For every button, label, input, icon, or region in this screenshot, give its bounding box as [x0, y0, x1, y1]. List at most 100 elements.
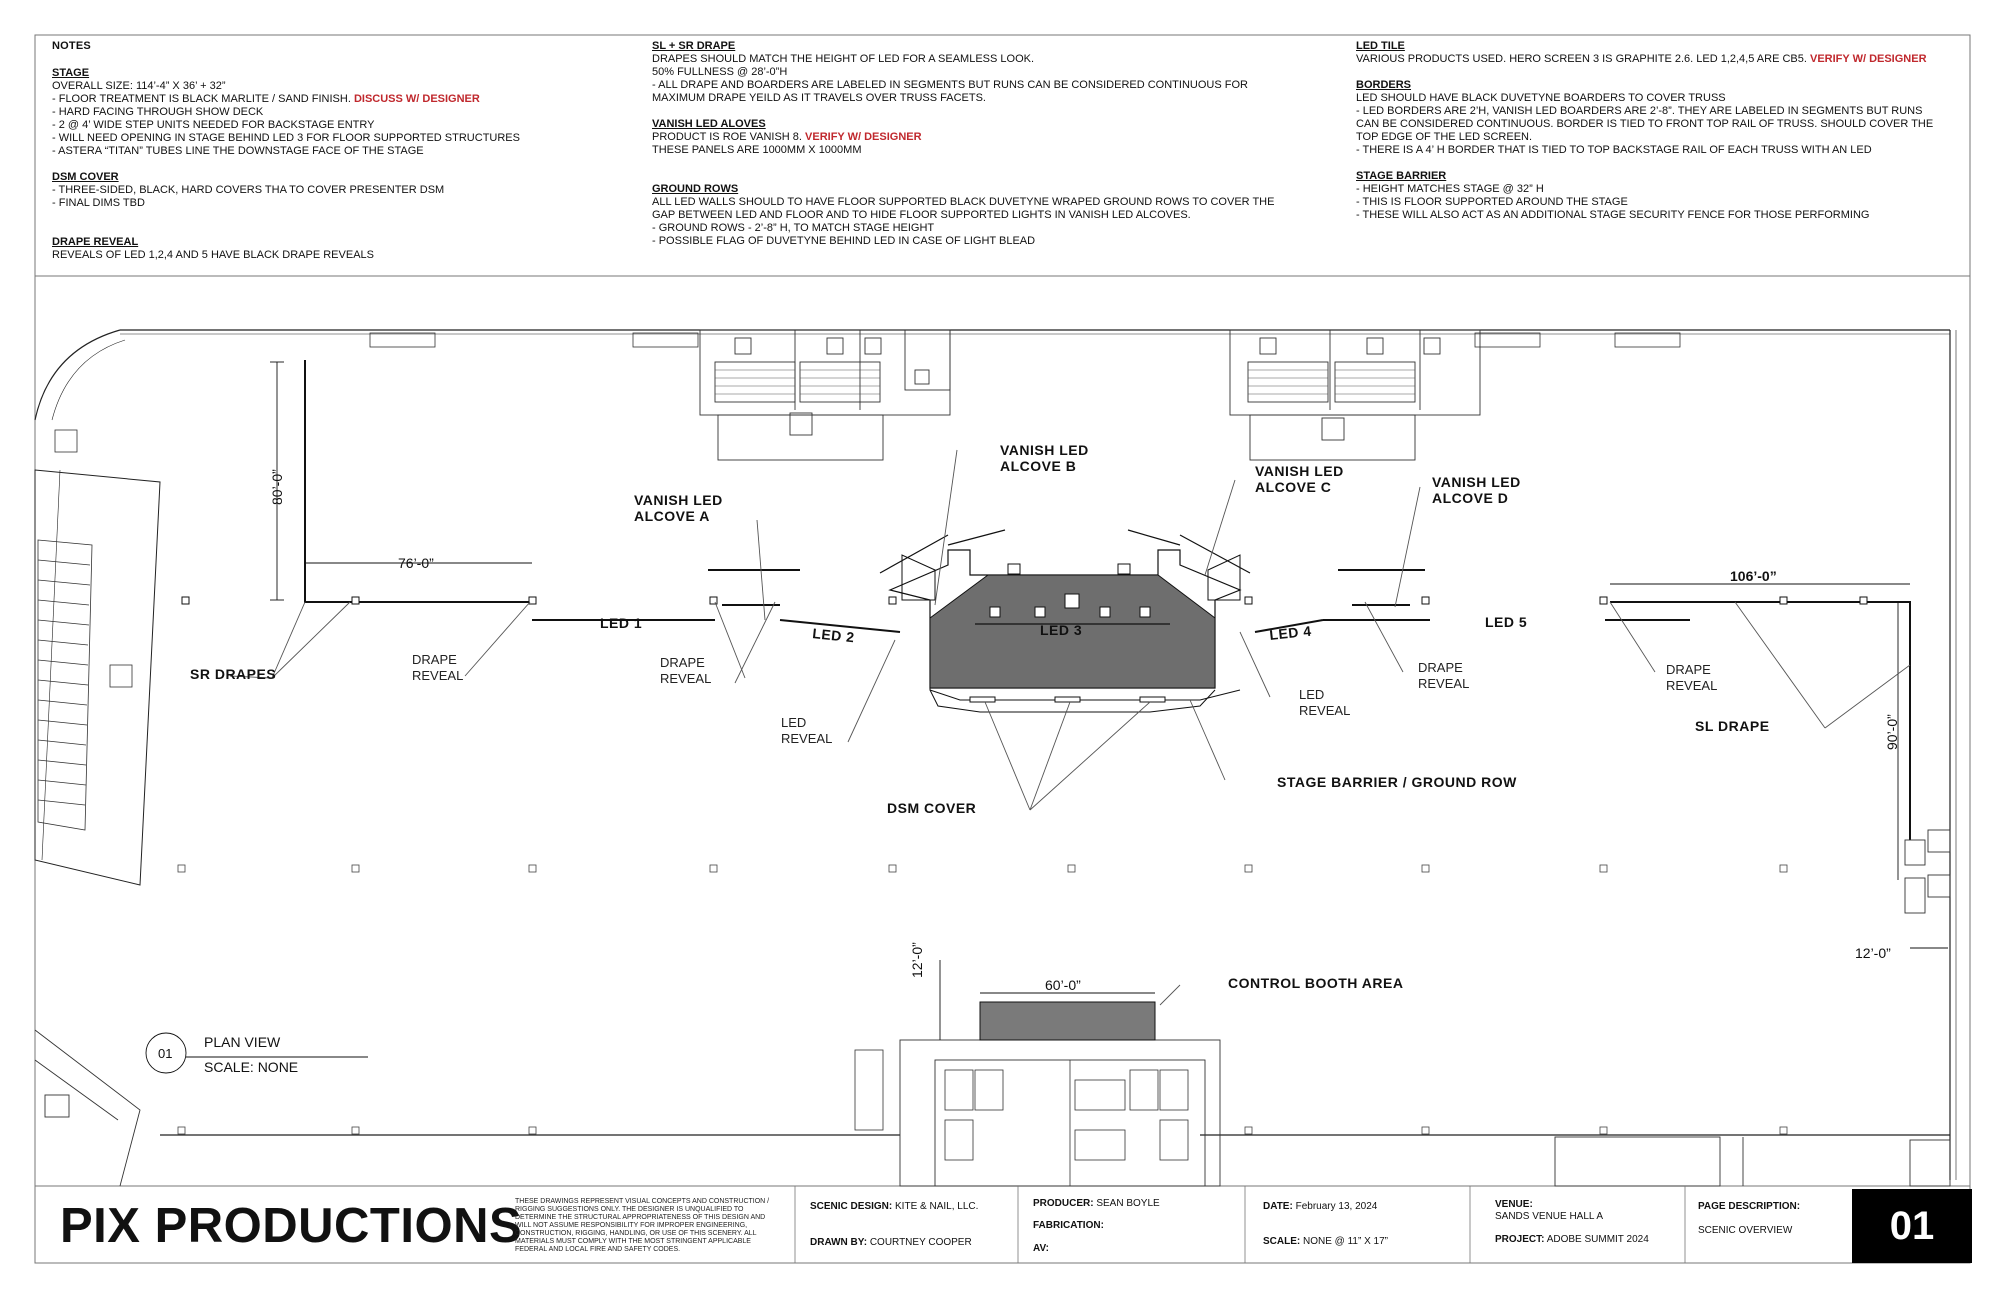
led-reveal-2-line-1: LED — [1299, 687, 1324, 702]
note-line: GAP BETWEEN LED AND FLOOR AND TO HIDE FL… — [652, 209, 1274, 222]
scale-value: NONE @ 11” X 17” — [1303, 1236, 1389, 1247]
note-heading: BORDERS — [1356, 79, 1412, 91]
note-line-text: - HEIGHT MATCHES STAGE @ 32” H — [1356, 183, 1544, 195]
note-line: - HARD FACING THROUGH SHOW DECK — [52, 106, 520, 119]
note-line-text: - FLOOR TREATMENT IS BLACK MARLITE / SAN… — [52, 93, 354, 105]
note-section: STAGE BARRIER- HEIGHT MATCHES STAGE @ 32… — [1356, 170, 1933, 222]
note-line: - THIS IS FLOOR SUPPORTED AROUND THE STA… — [1356, 196, 1933, 209]
vanish-led-c-label-1: VANISH LED — [1255, 463, 1344, 479]
drape-reveal-3-line-1: DRAPE — [1418, 660, 1463, 675]
led-reveal-2-line-2: REVEAL — [1299, 703, 1350, 718]
hall-walls — [34, 329, 1957, 1180]
top-wall-openings — [369, 332, 1681, 348]
av-field: AV: — [1033, 1243, 1049, 1254]
note-line-text: REVEALS OF LED 1,2,4 AND 5 HAVE BLACK DR… — [52, 249, 374, 261]
vanish-led-b-label-2: ALCOVE B — [1000, 458, 1076, 474]
note-line: - GROUND ROWS - 2’-8” H, TO MATCH STAGE … — [652, 222, 1274, 235]
producer-value: SEAN BOYLE — [1096, 1198, 1160, 1209]
view-scale: SCALE: NONE — [204, 1059, 298, 1075]
center-stage-led3 — [879, 529, 1251, 713]
note-section: DSM COVER- THREE-SIDED, BLACK, HARD COVE… — [52, 171, 520, 210]
note-flag: VERIFY W/ DESIGNER — [805, 131, 922, 143]
dimension-lines — [270, 361, 1948, 1040]
bottom-left-corner — [34, 1029, 141, 1187]
led-reveal-1-line-2: REVEAL — [781, 731, 832, 746]
restroom-block-left — [699, 329, 951, 461]
note-heading: STAGE BARRIER — [1356, 170, 1447, 182]
venue-field: VENUE: — [1495, 1199, 1533, 1210]
drawn-by-value: COURTNEY COOPER — [869, 1237, 972, 1248]
led-2-label: LED 2 — [812, 625, 856, 645]
right-doors — [1904, 829, 1951, 914]
company-logo-text: PIX PRODUCTIONS — [60, 1199, 523, 1253]
note-line-text: - HARD FACING THROUGH SHOW DECK — [52, 106, 264, 118]
note-heading: VANISH LED ALOVES — [652, 118, 766, 130]
bottom-right-rooms — [1554, 1136, 1951, 1187]
note-line-text: ALL LED WALLS SHOULD TO HAVE FLOOR SUPPO… — [652, 196, 1275, 208]
sl-drape-label: SL DRAPE — [1695, 718, 1770, 734]
dim-12-right: 12’-0” — [1855, 945, 1891, 961]
venue-value: SANDS VENUE HALL A — [1495, 1211, 1604, 1222]
drape-reveal-3-line-2: REVEAL — [1418, 676, 1469, 691]
note-line: - THERE IS A 4’ H BORDER THAT IS TIED TO… — [1356, 144, 1933, 157]
note-line: - FLOOR TREATMENT IS BLACK MARLITE / SAN… — [52, 93, 520, 106]
vanish-led-a-label-2: ALCOVE A — [634, 508, 710, 524]
note-heading: DSM COVER — [52, 171, 119, 183]
restroom-block-right — [1229, 329, 1481, 461]
left-stairs — [37, 429, 133, 831]
note-line: - FINAL DIMS TBD — [52, 197, 520, 210]
truss-points — [181, 596, 1868, 605]
drape-reveal-1-line-1: DRAPE — [412, 652, 457, 667]
note-flag: DISCUSS W/ DESIGNER — [353, 93, 480, 105]
led-3-label: LED 3 — [1040, 622, 1082, 638]
note-line: - WILL NEED OPENING IN STAGE BEHIND LED … — [52, 132, 520, 145]
note-line: - 2 @ 4’ WIDE STEP UNITS NEEDED FOR BACK… — [52, 119, 520, 132]
note-line-text: - POSSIBLE FLAG OF DUVETYNE BEHIND LED I… — [652, 235, 1036, 247]
date-label: DATE: — [1263, 1201, 1293, 1212]
note-heading: DRAPE REVEAL — [52, 236, 139, 248]
note-line-text: - FINAL DIMS TBD — [52, 197, 145, 209]
scenic-design-label: SCENIC DESIGN: — [810, 1201, 893, 1212]
column-grid — [177, 864, 1788, 1135]
led-1-label: LED 1 — [600, 615, 642, 631]
note-line: OVERALL SIZE: 114’-4” X 36’ + 32” — [52, 80, 520, 93]
note-line-text: - GROUND ROWS - 2’-8” H, TO MATCH STAGE … — [652, 222, 935, 234]
note-line-text: LED SHOULD HAVE BLACK DUVETYNE BOARDERS … — [1356, 92, 1726, 104]
dim-106: 106’-0” — [1730, 568, 1777, 584]
note-line: PRODUCT IS ROE VANISH 8. VERIFY W/ DESIG… — [652, 131, 1274, 144]
note-line: ALL LED WALLS SHOULD TO HAVE FLOOR SUPPO… — [652, 196, 1274, 209]
notes-title: NOTES — [52, 40, 91, 52]
drape-reveal-2-line-1: DRAPE — [660, 655, 705, 670]
date-field: DATE: February 13, 2024 — [1263, 1201, 1377, 1212]
note-line: MAXIMUM DRAPE YEILD AS IT TRAVELS OVER T… — [652, 92, 1274, 105]
fabrication-label: FABRICATION: — [1033, 1220, 1104, 1231]
note-line: THESE PANELS ARE 1000MM X 1000MM — [652, 144, 1274, 157]
note-line-text: VARIOUS PRODUCTS USED. HERO SCREEN 3 IS … — [1356, 53, 1810, 65]
note-line: - ASTERA “TITAN” TUBES LINE THE DOWNSTAG… — [52, 145, 520, 158]
scale-label: SCALE: — [1263, 1236, 1301, 1247]
page-number: 01 — [1852, 1189, 1972, 1263]
drape-reveal-2-line-2: REVEAL — [660, 671, 711, 686]
note-heading: LED TILE — [1356, 40, 1405, 52]
note-line: - LED BORDERS ARE 2’H, VANISH LED BOARDE… — [1356, 105, 1933, 118]
note-line-text: - WILL NEED OPENING IN STAGE BEHIND LED … — [52, 132, 520, 144]
view-number: 01 — [158, 1046, 172, 1061]
note-flag: VERIFY W/ DESIGNER — [1809, 53, 1927, 65]
note-line-text: - 2 @ 4’ WIDE STEP UNITS NEEDED FOR BACK… — [52, 119, 375, 131]
control-booth — [854, 1001, 1221, 1187]
project-label: PROJECT: — [1495, 1234, 1545, 1245]
fabrication-field: FABRICATION: — [1033, 1220, 1104, 1231]
note-line: DRAPES SHOULD MATCH THE HEIGHT OF LED FO… — [652, 53, 1274, 66]
project-value: ADOBE SUMMIT 2024 — [1546, 1234, 1649, 1245]
scenic-design-field: SCENIC DESIGN: KITE & NAIL, LLC. — [810, 1201, 978, 1212]
note-line: 50% FULLNESS @ 28’-0”H — [652, 66, 1274, 79]
sr-drapes-label: SR DRAPES — [190, 666, 276, 682]
note-line: - HEIGHT MATCHES STAGE @ 32” H — [1356, 183, 1933, 196]
drape-reveal-1-line-2: REVEAL — [412, 668, 463, 683]
